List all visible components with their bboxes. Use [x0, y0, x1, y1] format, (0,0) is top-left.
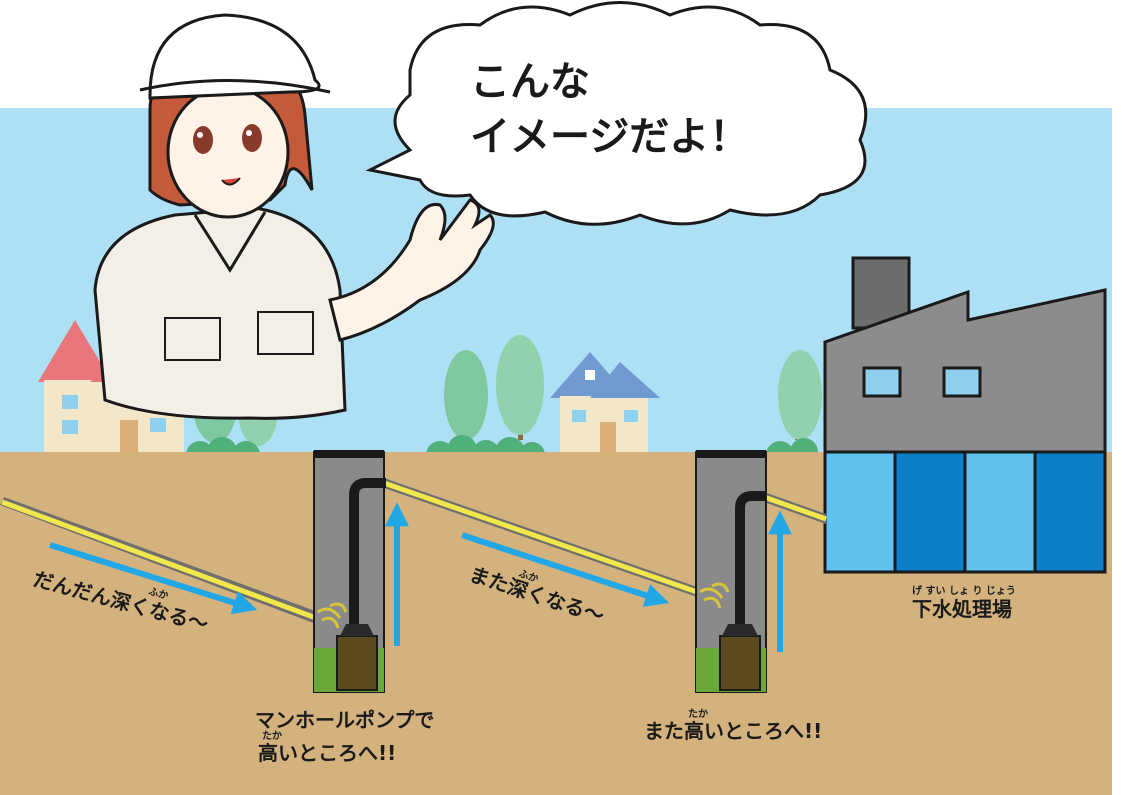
label-treatment-plant: 下水処理場 [912, 597, 1012, 621]
ruby-taka-1: たか [262, 730, 282, 742]
manhole-pump-station [695, 450, 767, 693]
manhole-pump-station [313, 450, 386, 693]
manhole-pump-icon [719, 635, 761, 691]
speech-bubble: こんな イメージだよ！ [365, 1, 868, 226]
label-pump-line1: マンホールポンプで [255, 708, 434, 732]
bubble-line-2: イメージだよ！ [470, 114, 749, 160]
flow-arrow [49, 542, 258, 615]
label-pump-line2: 高いところへ!! [258, 741, 396, 765]
ruby-taka-2: たか [688, 708, 708, 720]
factory-icon [823, 256, 1107, 574]
sewer-pipe [763, 492, 827, 524]
ruby-plant: げ すい しょ り じょう [912, 584, 1016, 597]
bubble-line-1: こんな [470, 59, 590, 105]
sewer-pipe [383, 478, 701, 598]
flow-arrow [461, 532, 670, 607]
worker-girl-illustration [93, 13, 495, 420]
ruby-fuka-2: ふか [517, 567, 540, 585]
ruby-fuka-1: ふか [147, 585, 169, 602]
manhole-pump-icon [336, 635, 378, 691]
house-icon [550, 352, 660, 458]
label-high-again: また高いところへ!! [644, 719, 822, 743]
water-splash-icon [699, 582, 730, 609]
water-splash-icon [317, 602, 348, 629]
